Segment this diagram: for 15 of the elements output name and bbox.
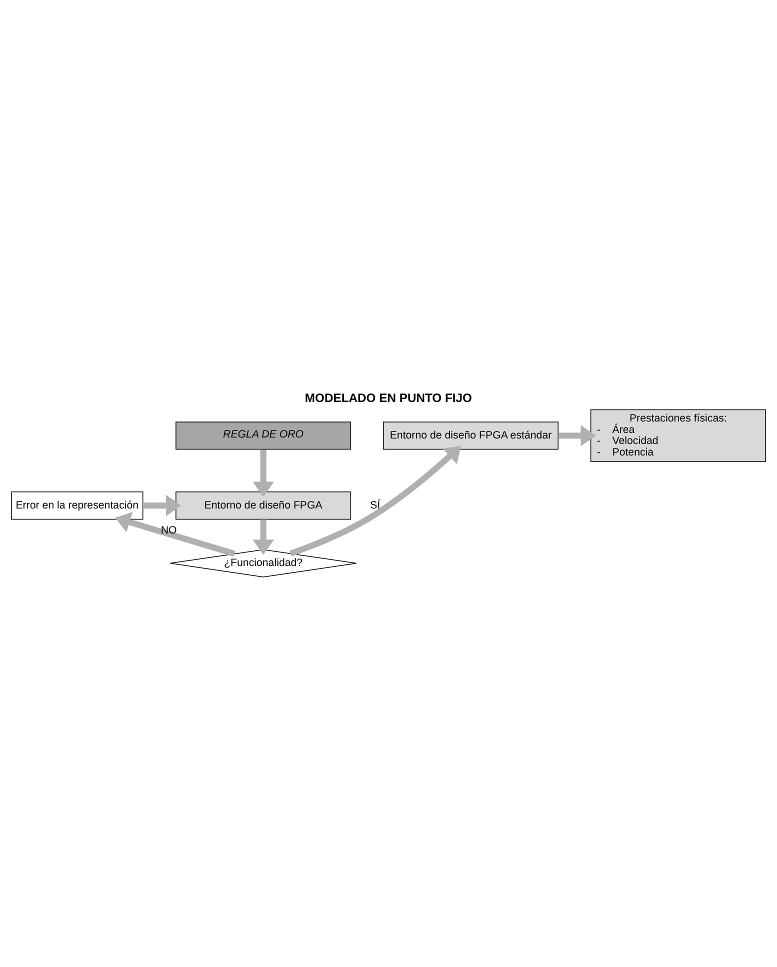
- edge-label: SÍ: [370, 499, 380, 512]
- arrow: [252, 519, 274, 555]
- node-box: REGLA DE ORO: [176, 422, 352, 450]
- node-box: Error en la representación: [11, 491, 144, 520]
- arrow: [115, 512, 236, 557]
- node-box: Entorno de diseño FPGA estándar: [383, 422, 559, 450]
- arrow: [252, 450, 274, 497]
- node-box: Entorno de diseño FPGA: [176, 491, 352, 520]
- node-diamond: ¿Funcionalidad?: [170, 549, 357, 578]
- arrow: [142, 494, 182, 516]
- node-box: Prestaciones físicas: - Área - Velocidad - Potencia: [590, 409, 766, 462]
- diagram-title: MODELADO EN PUNTO FIJO: [304, 391, 472, 406]
- edge-label: NO: [160, 524, 177, 537]
- arrow: [558, 425, 596, 446]
- arrow: [290, 446, 461, 556]
